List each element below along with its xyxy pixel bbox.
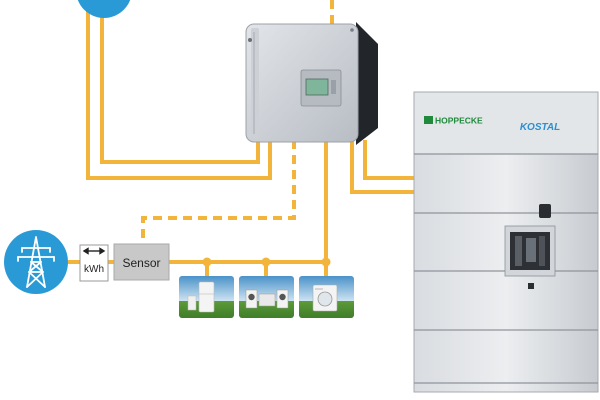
battery-switch — [539, 204, 551, 218]
kwh-label: kWh — [84, 264, 104, 275]
appliance-stereo — [239, 276, 294, 318]
stereo-icon — [245, 289, 289, 309]
appliance-washer — [299, 276, 354, 318]
inverter-device — [245, 22, 378, 145]
appliance-fridge — [179, 276, 234, 318]
inverter-lcd — [305, 78, 329, 96]
pv-source-circle — [77, 0, 131, 18]
washing-machine-icon — [312, 284, 338, 312]
battery-storage-cabinet: HOPPECKE KOSTAL — [413, 91, 599, 393]
kostal-logo: KOSTAL — [520, 122, 560, 133]
pv-line-inner — [100, 0, 260, 164]
sensor-label: Sensor — [122, 256, 160, 270]
pv-line-outer — [86, 0, 272, 180]
power-pylon-icon — [4, 230, 68, 294]
hoppecke-logo: HOPPECKE — [424, 116, 483, 126]
inverter-battery-line-2 — [363, 140, 414, 180]
kwh-meter: kWh — [79, 244, 109, 282]
sensor-dashed-line — [141, 140, 296, 244]
battery-compartment — [504, 225, 556, 277]
battery-button — [528, 283, 534, 289]
inverter-battery-line-1 — [350, 140, 414, 194]
connection-lines — [68, 0, 414, 276]
sensor-box: Sensor — [113, 243, 170, 281]
inverter-status-led — [350, 28, 354, 32]
bus-junctions — [202, 257, 331, 267]
fridge-icon — [187, 281, 215, 313]
double-arrow-icon — [82, 247, 106, 255]
hoppecke-label: HOPPECKE — [435, 116, 483, 126]
